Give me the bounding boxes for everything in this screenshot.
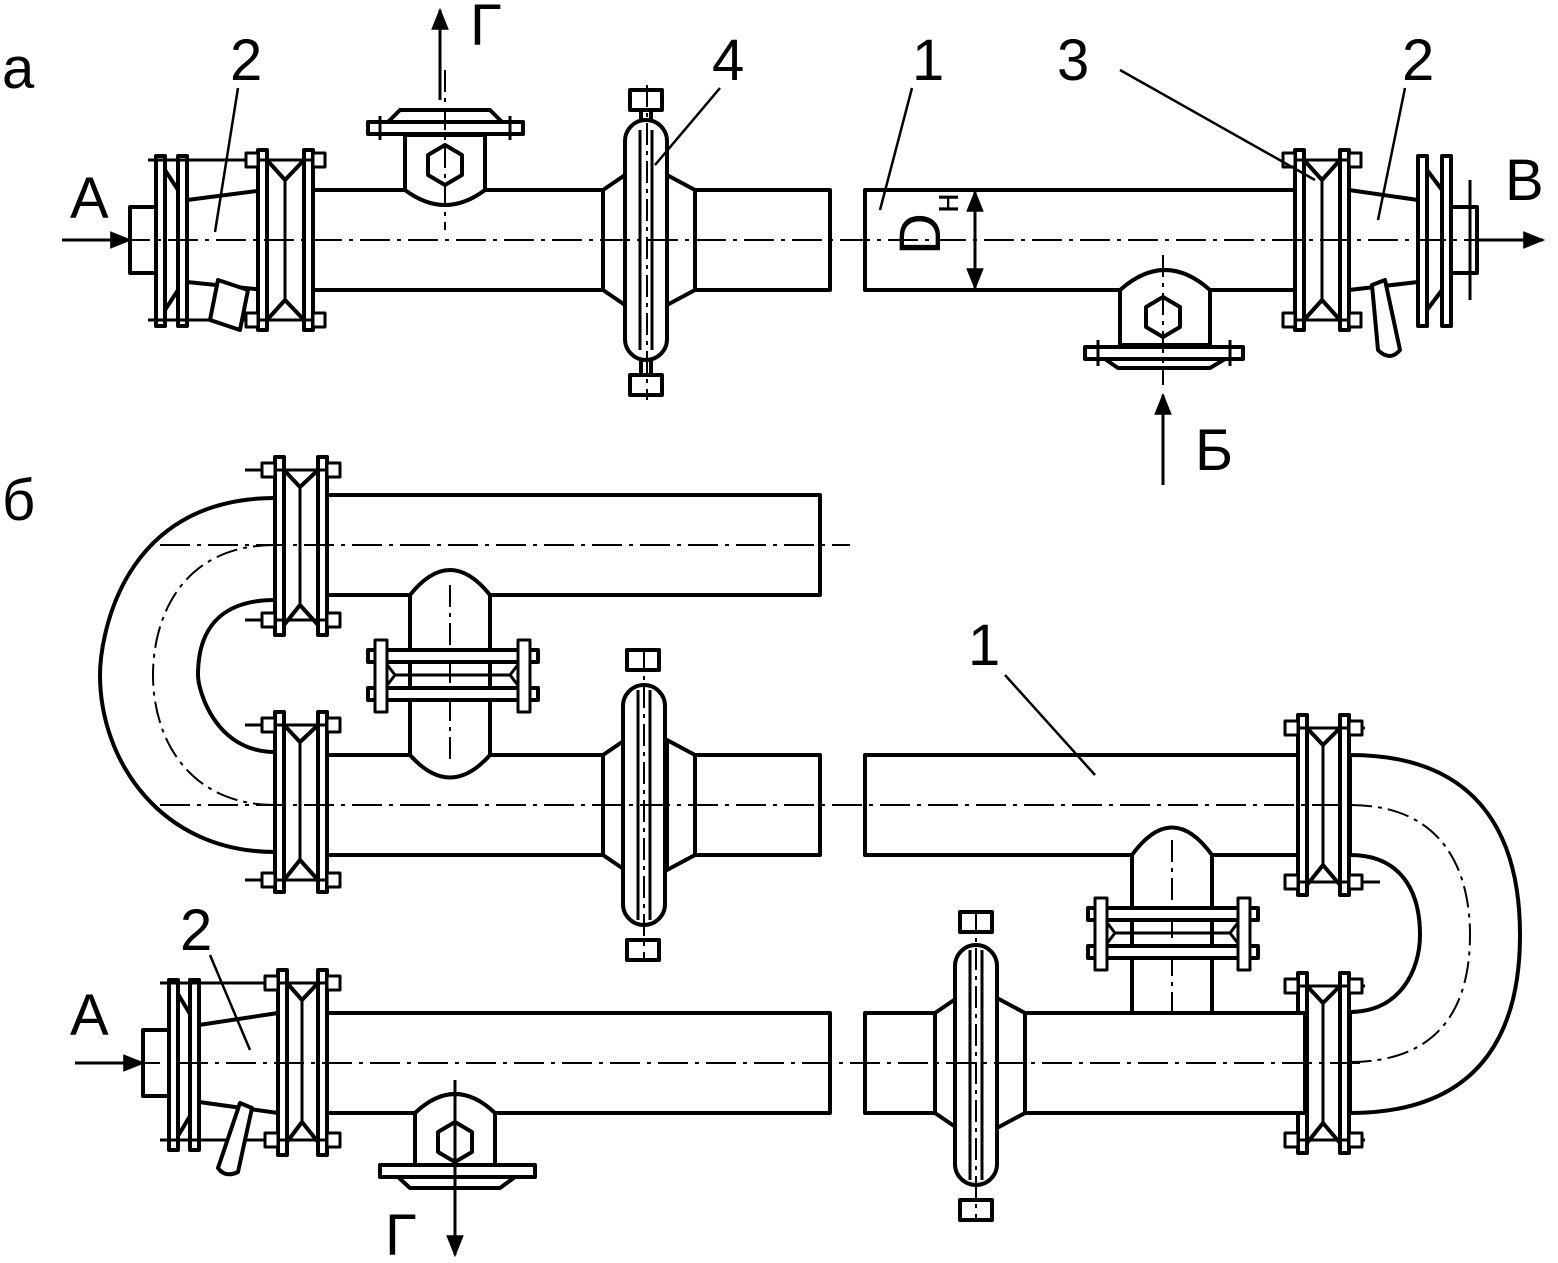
flow-label-inlet-a: А [70, 166, 109, 231]
clamp-assembly-a [601, 88, 697, 397]
callout-1-a: 1 [912, 28, 944, 93]
callout-2-b: 2 [180, 898, 212, 963]
flow-label-side-a: Г [470, 0, 501, 58]
view-b [75, 455, 1522, 1258]
callout-1-b: 1 [968, 613, 1000, 678]
clamp-b-lower [933, 910, 1027, 1222]
callout-2-left-a: 2 [230, 28, 262, 93]
panel-label-b: б [2, 468, 35, 533]
dimension-label: D н [888, 193, 966, 255]
u-bend-right [1348, 753, 1522, 1115]
callout-4-a: 4 [712, 28, 744, 93]
callout-3-a: 3 [1057, 28, 1089, 93]
view-a [62, 7, 1546, 485]
flow-label-outlet-a: В [1505, 148, 1544, 213]
outlet-flange-assembly-a [1281, 148, 1479, 358]
flow-label-inlet-b: А [70, 983, 109, 1048]
connector-b-right [1086, 825, 1260, 1040]
nozzle-top-a [366, 108, 525, 207]
callout-2-right-a: 2 [1402, 28, 1434, 93]
flange-b-middle-left [245, 710, 342, 894]
flow-label-side-b: Г [385, 1203, 416, 1263]
panel-label-a: а [2, 36, 35, 101]
dimension-sub: н [925, 193, 966, 213]
u-bend-left [98, 496, 277, 854]
inlet-flange-assembly-b [141, 968, 342, 1177]
connector-b-left [366, 568, 540, 780]
dimension-main: D [888, 213, 953, 255]
flow-label-down-a: Б [1195, 418, 1233, 483]
